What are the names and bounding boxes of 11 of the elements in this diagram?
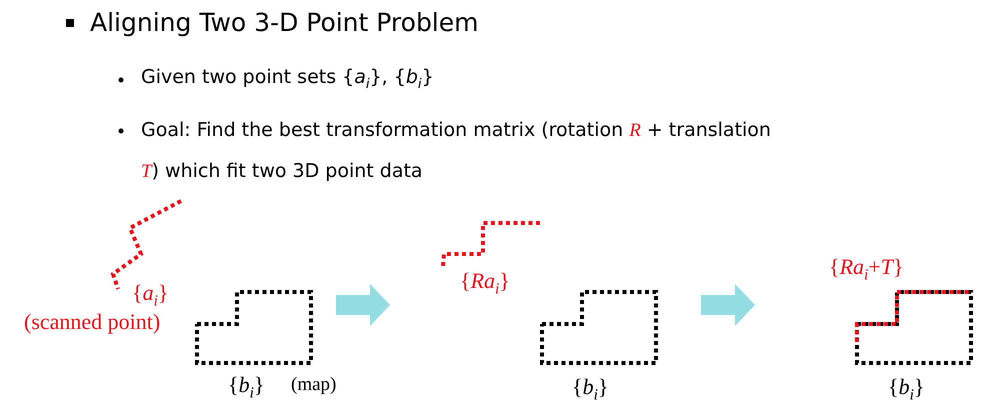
caption: (map) — [291, 374, 336, 397]
math-label: {b$_{i}$} — [228, 372, 264, 403]
math-label: {b$_{i}$} — [572, 374, 608, 405]
caption: (scanned point) — [24, 309, 160, 336]
math-label: {b$_{i}$} — [888, 374, 924, 405]
math-label: {Ra$_{i}$} — [460, 268, 510, 299]
heading: Aligning Two 3-D Point Problem — [90, 8, 478, 38]
bullet-text: Given two point sets {a$_{i}$}, {b$_{i}$} — [141, 66, 434, 93]
math-label: {Ra$_{i}$+T} — [829, 254, 904, 285]
bullet-text: Goal: Find the best transformation matrix (rotation R + translation T) which fit two 3D point data — [141, 118, 772, 184]
math-label: {a$_{i}$} — [132, 280, 168, 311]
